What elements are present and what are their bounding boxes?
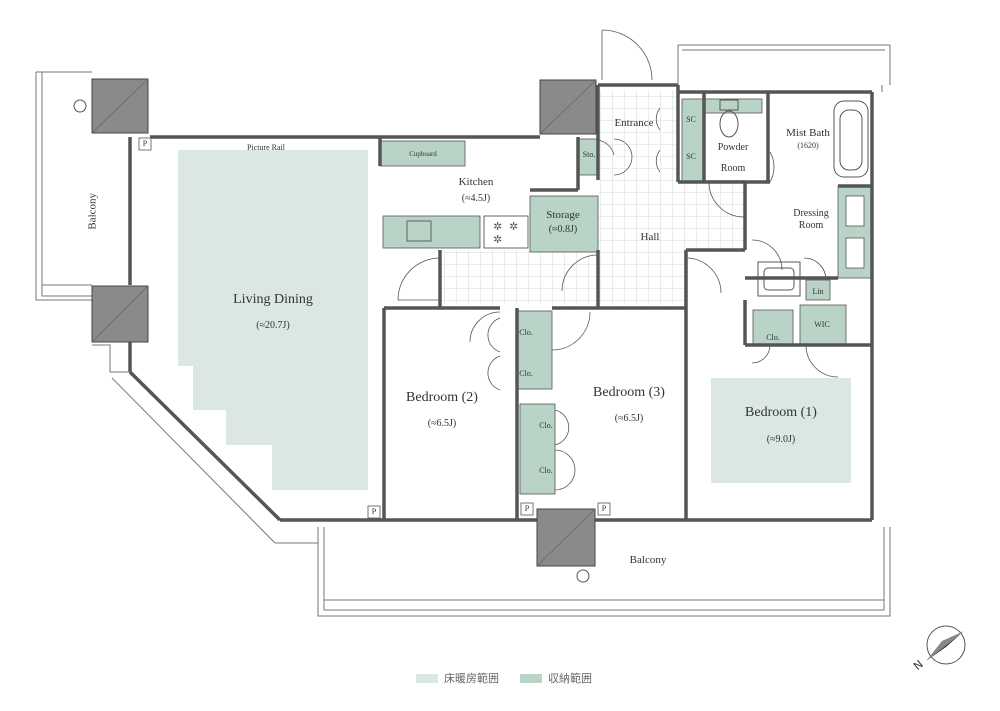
compass-icon: N	[912, 625, 966, 673]
lin-area	[805, 279, 831, 301]
column-diagonals	[91, 78, 597, 567]
left-balcony-label: Balcony	[86, 192, 99, 230]
picture-rail-label: Picture Rail	[247, 143, 285, 152]
closet-bedroom2-area	[516, 310, 553, 390]
dressing-room-label: Dressing	[793, 208, 829, 219]
storage-swatch	[520, 673, 542, 683]
wic-area	[799, 304, 847, 346]
walls	[35, 44, 891, 617]
closet-bedroom3-area	[519, 403, 556, 495]
entrance-label: Entrance	[614, 117, 654, 129]
storage-label: Storage	[546, 209, 580, 221]
storage-area	[529, 195, 599, 253]
bedroom3-area: (≈6.5J)	[614, 413, 644, 424]
heating-legend-label: 床暖房範囲	[444, 672, 499, 685]
p-marker-4: P	[601, 504, 607, 513]
heating-areas	[178, 150, 851, 490]
storage-areas	[379, 98, 873, 495]
hall-label: Hall	[640, 231, 660, 243]
clo-label-b3-2: Clo.	[539, 466, 553, 475]
cupboard-label: Cupboard	[409, 150, 437, 158]
cupboard-area	[379, 140, 466, 167]
bathtub-icon	[833, 100, 869, 178]
p-marker-2: P	[371, 507, 377, 516]
bedroom1-area: (≈9.0J)	[766, 434, 796, 445]
storage-legend-label: 収納範囲	[548, 672, 592, 685]
bottom-balcony-label: Balcony	[629, 554, 667, 566]
closet-bedroom1-area	[752, 309, 794, 346]
wic-label: WIC	[814, 320, 830, 329]
mist-bath-label: Mist Bath	[786, 127, 830, 139]
shoe-cabinet-area	[681, 98, 705, 182]
powder-room-label-2: Room	[720, 163, 746, 174]
tiled-floor	[440, 90, 745, 305]
toilet-icon	[719, 99, 739, 138]
kitchen-label: Kitchen	[458, 176, 494, 188]
clo-label-b3-1: Clo.	[539, 421, 553, 430]
balcony-drain-icons	[73, 99, 590, 583]
bedroom3-label: Bedroom (3)	[593, 385, 665, 400]
mist-bath-size: (1620)	[797, 141, 819, 150]
heating-swatch	[416, 673, 438, 683]
kitchen-counter	[382, 215, 481, 249]
svg-text:✲: ✲	[493, 234, 502, 246]
lin-label: Lin	[812, 287, 824, 296]
bedroom2-area: (≈6.5J)	[427, 418, 457, 429]
legend-storage: 収納範囲	[520, 670, 592, 686]
dressing-room-label-2: Room	[798, 220, 824, 231]
sc-label-1: SC	[686, 115, 696, 124]
p-marker-1: P	[142, 139, 148, 148]
bedroom2-label: Bedroom (2)	[406, 390, 478, 405]
washbasin-icon	[757, 261, 801, 297]
compass-n-label: N	[912, 658, 926, 673]
doors	[397, 29, 839, 491]
sc-label-2: SC	[686, 152, 696, 161]
svg-text:✲: ✲	[509, 221, 518, 233]
clo-label-b2-2: Clo.	[519, 369, 533, 378]
living-dining-label: Living Dining	[233, 292, 313, 307]
kitchen-area: (≈4.5J)	[461, 193, 491, 204]
sto-label: Sto.	[582, 150, 596, 159]
svg-text:✲: ✲	[493, 221, 502, 233]
pipe-markers	[138, 137, 611, 519]
powder-shelf-area	[703, 98, 763, 114]
living-dining-area: (≈20.7J)	[256, 320, 290, 331]
clo-label-b1: Clo.	[766, 333, 780, 342]
legend-heating: 床暖房範囲	[416, 670, 499, 686]
stove-icon: ✲ ✲ ✲	[406, 215, 529, 249]
dressing-shelves	[845, 195, 865, 269]
p-marker-3: P	[524, 504, 530, 513]
powder-room-label: Powder	[717, 142, 749, 153]
storage-area-label: (≈0.8J)	[548, 224, 578, 235]
bedroom1-label: Bedroom (1)	[745, 405, 817, 420]
clo-label-b2-1: Clo.	[519, 328, 533, 337]
